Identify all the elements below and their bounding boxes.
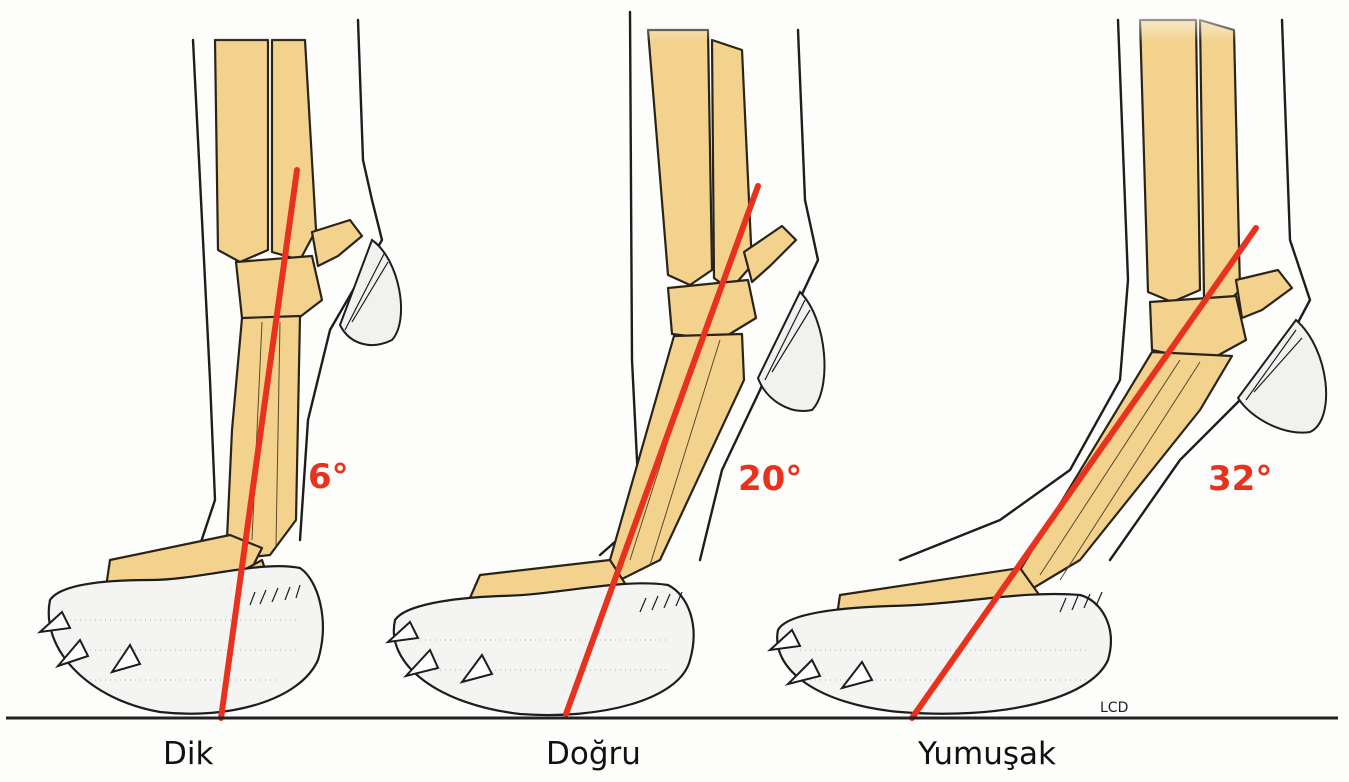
accessory-carpal-correct (744, 226, 796, 282)
caption-upright: Dik (163, 736, 213, 772)
carpal-pad-soft (1238, 320, 1326, 433)
leg-outline-upright (193, 40, 215, 545)
digital-pads-correct (394, 583, 694, 715)
ulna-upright (272, 40, 316, 260)
angle-label-correct: 20° (738, 459, 802, 499)
accessory-carpal-soft (1236, 270, 1292, 318)
forearm-fade-upright (215, 0, 315, 70)
radius-upright (215, 40, 268, 262)
panel-correct: 20° (388, 0, 825, 715)
carpal-pad-upright (340, 240, 401, 345)
forearm-fade-soft (1130, 0, 1250, 70)
digital-pads-soft (777, 594, 1111, 714)
caption-correct: Doğru (546, 736, 641, 772)
digital-pads-upright (49, 566, 323, 714)
carpal-pad-correct (758, 292, 825, 411)
caption-soft: Yumuşak (918, 736, 1056, 772)
angle-label-soft: 32° (1208, 459, 1272, 499)
metacarpals-soft (1020, 352, 1232, 590)
forearm-fade-correct (640, 0, 750, 70)
angle-label-upright: 6° (308, 457, 349, 497)
panel-upright: 6° (40, 0, 401, 718)
accessory-carpal-upright (312, 220, 362, 266)
artist-credit: LCD (1100, 700, 1128, 716)
metacarpals-upright (226, 316, 300, 560)
panel-soft: 32° (770, 0, 1326, 718)
